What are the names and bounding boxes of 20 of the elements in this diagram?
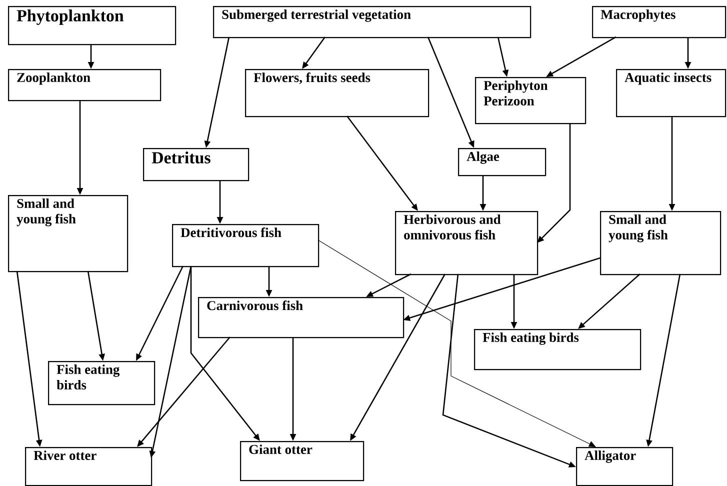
box: River otter [25, 447, 152, 486]
box: Aquatic insects [616, 69, 726, 118]
box: Algae [458, 148, 546, 176]
box: Fish eating birds [474, 329, 642, 370]
box: Detritus [143, 148, 250, 182]
box: Giant otter [240, 441, 364, 482]
box: Fish eating birds [48, 361, 156, 406]
box: Detritivorous fish [172, 224, 320, 268]
box: Periphyton Perizoon [475, 77, 586, 124]
arrow [318, 240, 596, 447]
box: Flowers, fruits seeds [245, 69, 430, 118]
box: Carnivorous fish [198, 297, 404, 338]
box: Herbivorous and omnivorous fish [395, 211, 538, 276]
box: Small and young fish [8, 195, 128, 272]
box: Macrophytes [592, 6, 726, 38]
box: Alligator [576, 447, 674, 486]
box: Zooplankton [8, 69, 162, 102]
box: Small and young fish [600, 211, 722, 276]
box: Submerged terrestrial vegetation [213, 6, 532, 38]
box: Phytoplankton [8, 6, 176, 46]
